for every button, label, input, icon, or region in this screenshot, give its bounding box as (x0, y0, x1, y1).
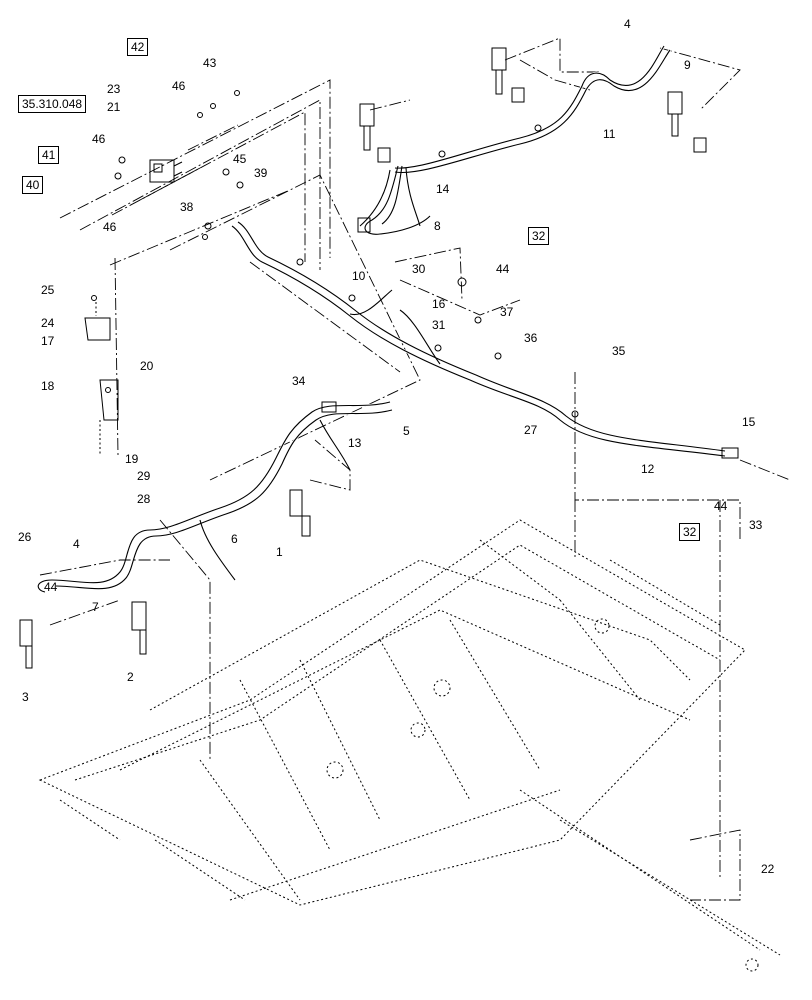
callout-3: 3 (22, 690, 29, 704)
ref-box-32-upper[interactable]: 32 (528, 227, 550, 245)
ref-box-32-lower[interactable]: 32 (679, 523, 701, 541)
ref-box-40[interactable]: 40 (22, 176, 44, 194)
callout-45: 45 (233, 152, 247, 166)
callout-19: 19 (125, 452, 139, 466)
callout-5: 5 (403, 424, 410, 438)
callout-6: 6 (231, 532, 238, 546)
callout-28: 28 (137, 492, 151, 506)
callout-2: 2 (127, 670, 134, 684)
callout-31: 31 (432, 318, 446, 332)
main-hose-pair (231, 220, 791, 540)
callout-17: 17 (41, 334, 55, 348)
callout-22: 22 (761, 862, 775, 876)
callout-29: 29 (137, 469, 151, 483)
callout-30: 30 (412, 262, 426, 276)
left-bracket-parts (84, 295, 119, 455)
callout-36: 36 (524, 331, 538, 345)
callout-26: 26 (18, 530, 32, 544)
callout-20: 20 (140, 359, 154, 373)
callout-39: 39 (254, 166, 268, 180)
ref-box-42[interactable]: 42 (127, 38, 149, 56)
callout-46-b: 46 (92, 132, 106, 146)
callout-8: 8 (434, 219, 441, 233)
callout-12: 12 (641, 462, 655, 476)
callout-13: 13 (348, 436, 362, 450)
callout-9: 9 (684, 58, 691, 72)
callout-24: 24 (41, 316, 55, 330)
callout-14: 14 (436, 182, 450, 196)
callout-35: 35 (612, 344, 626, 358)
callout-23: 23 (107, 82, 121, 96)
callout-16: 16 (432, 297, 446, 311)
callout-4-upper: 4 (624, 17, 631, 31)
lower-left-hose-assembly (19, 400, 393, 760)
callout-21: 21 (107, 100, 121, 114)
callout-11: 11 (603, 127, 616, 141)
callout-44-left: 44 (44, 580, 58, 594)
callout-27: 27 (524, 423, 538, 437)
callout-44-upper: 44 (496, 262, 510, 276)
callout-43: 43 (203, 56, 217, 70)
callout-34: 34 (292, 374, 306, 388)
callout-10: 10 (352, 269, 366, 283)
callout-7: 7 (92, 600, 99, 614)
callout-25: 25 (41, 283, 55, 297)
callout-46-a: 46 (172, 79, 186, 93)
ref-box-35-310-048[interactable]: 35.310.048 (18, 95, 87, 113)
valve-block (149, 159, 183, 183)
ref-box-41[interactable]: 41 (38, 146, 60, 164)
callout-18: 18 (41, 379, 55, 393)
callout-15: 15 (742, 415, 756, 429)
callout-1: 1 (276, 545, 283, 559)
callout-44-right: 44 (714, 499, 728, 513)
upper-hose-bundle (357, 45, 672, 235)
callout-46-c: 46 (103, 220, 117, 234)
upper-bracket-assembly (59, 79, 421, 481)
callout-37: 37 (500, 305, 514, 319)
callout-4-lower: 4 (73, 537, 80, 551)
callout-33: 33 (749, 518, 763, 532)
implement-frame (38, 500, 781, 972)
upper-right-cylinders (359, 37, 741, 163)
small-fittings-upper (114, 90, 244, 240)
callout-38: 38 (180, 200, 194, 214)
